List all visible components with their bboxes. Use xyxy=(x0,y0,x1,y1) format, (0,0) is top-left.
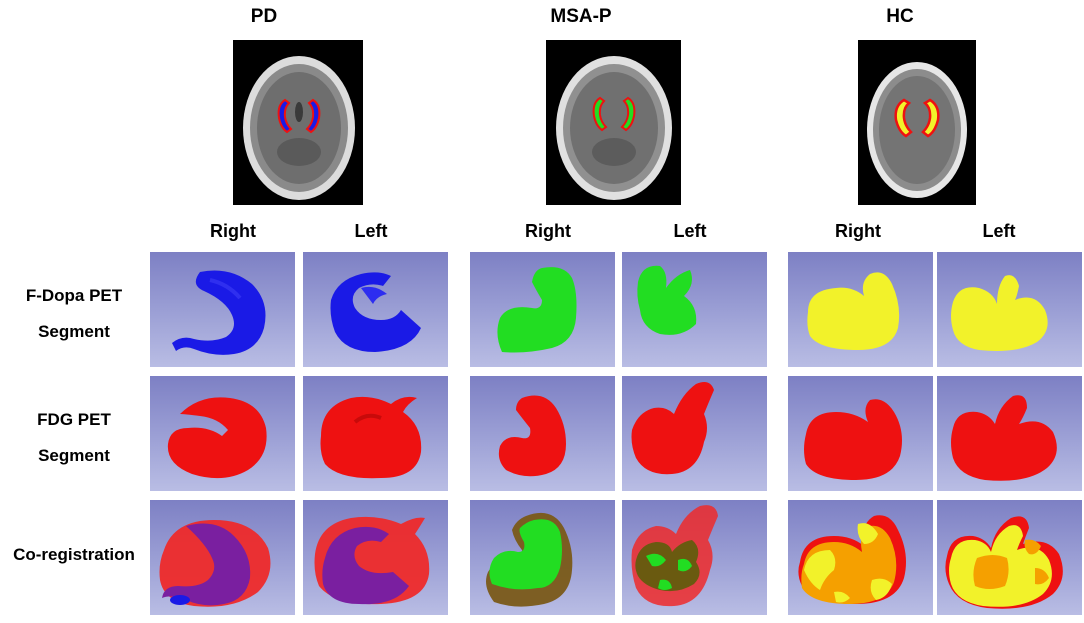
panel-pd-fdg-right xyxy=(150,376,295,491)
row-label-fdopa-line2: Segment xyxy=(38,322,110,341)
side-label-msa-right: Right xyxy=(525,221,571,241)
panel-msa-fdg-left xyxy=(622,376,767,491)
panel-pd-fdopa-left xyxy=(303,252,448,367)
row-label-coreg: Co-registration xyxy=(0,537,148,573)
row-label-coreg-line1: Co-registration xyxy=(13,545,135,564)
panel-hc-fdopa-left xyxy=(937,252,1082,367)
panel-msa-fdg-right xyxy=(470,376,615,491)
row-label-fdg-line2: Segment xyxy=(38,446,110,465)
panel-pd-coreg-right xyxy=(150,500,295,615)
panel-hc-coreg-right xyxy=(788,500,933,615)
side-label-hc-right: Right xyxy=(835,221,881,241)
column-title-pd: PD xyxy=(250,6,278,27)
side-label-msa-left: Left xyxy=(673,221,707,241)
panel-pd-fdopa-right xyxy=(150,252,295,367)
panel-hc-coreg-left xyxy=(937,500,1082,615)
panel-msa-fdopa-left xyxy=(622,252,767,367)
column-title-msa-p: MSA-P xyxy=(550,6,612,27)
panel-hc-fdopa-right xyxy=(788,252,933,367)
panel-hc-fdg-left xyxy=(937,376,1082,491)
ct-scan-msa-p xyxy=(546,40,681,205)
row-label-fdg: FDG PET Segment xyxy=(0,402,148,474)
ct-scan-hc xyxy=(858,40,976,205)
side-label-pd-left: Left xyxy=(354,221,388,241)
panel-pd-coreg-left xyxy=(303,500,448,615)
panel-hc-fdg-right xyxy=(788,376,933,491)
panel-msa-coreg-left xyxy=(622,500,767,615)
panel-msa-coreg-right xyxy=(470,500,615,615)
ct-scan-pd xyxy=(233,40,363,205)
panel-pd-fdg-right-alt xyxy=(303,376,448,491)
column-title-hc: HC xyxy=(886,6,914,27)
side-label-hc-left: Left xyxy=(982,221,1016,241)
panel-msa-fdopa-right xyxy=(470,252,615,367)
row-label-fdopa-line1: F-Dopa PET xyxy=(25,286,123,305)
row-label-fdopa: F-Dopa PET Segment xyxy=(0,278,148,350)
row-label-fdg-line1: FDG PET xyxy=(37,410,111,429)
side-label-pd-right: Right xyxy=(210,221,256,241)
